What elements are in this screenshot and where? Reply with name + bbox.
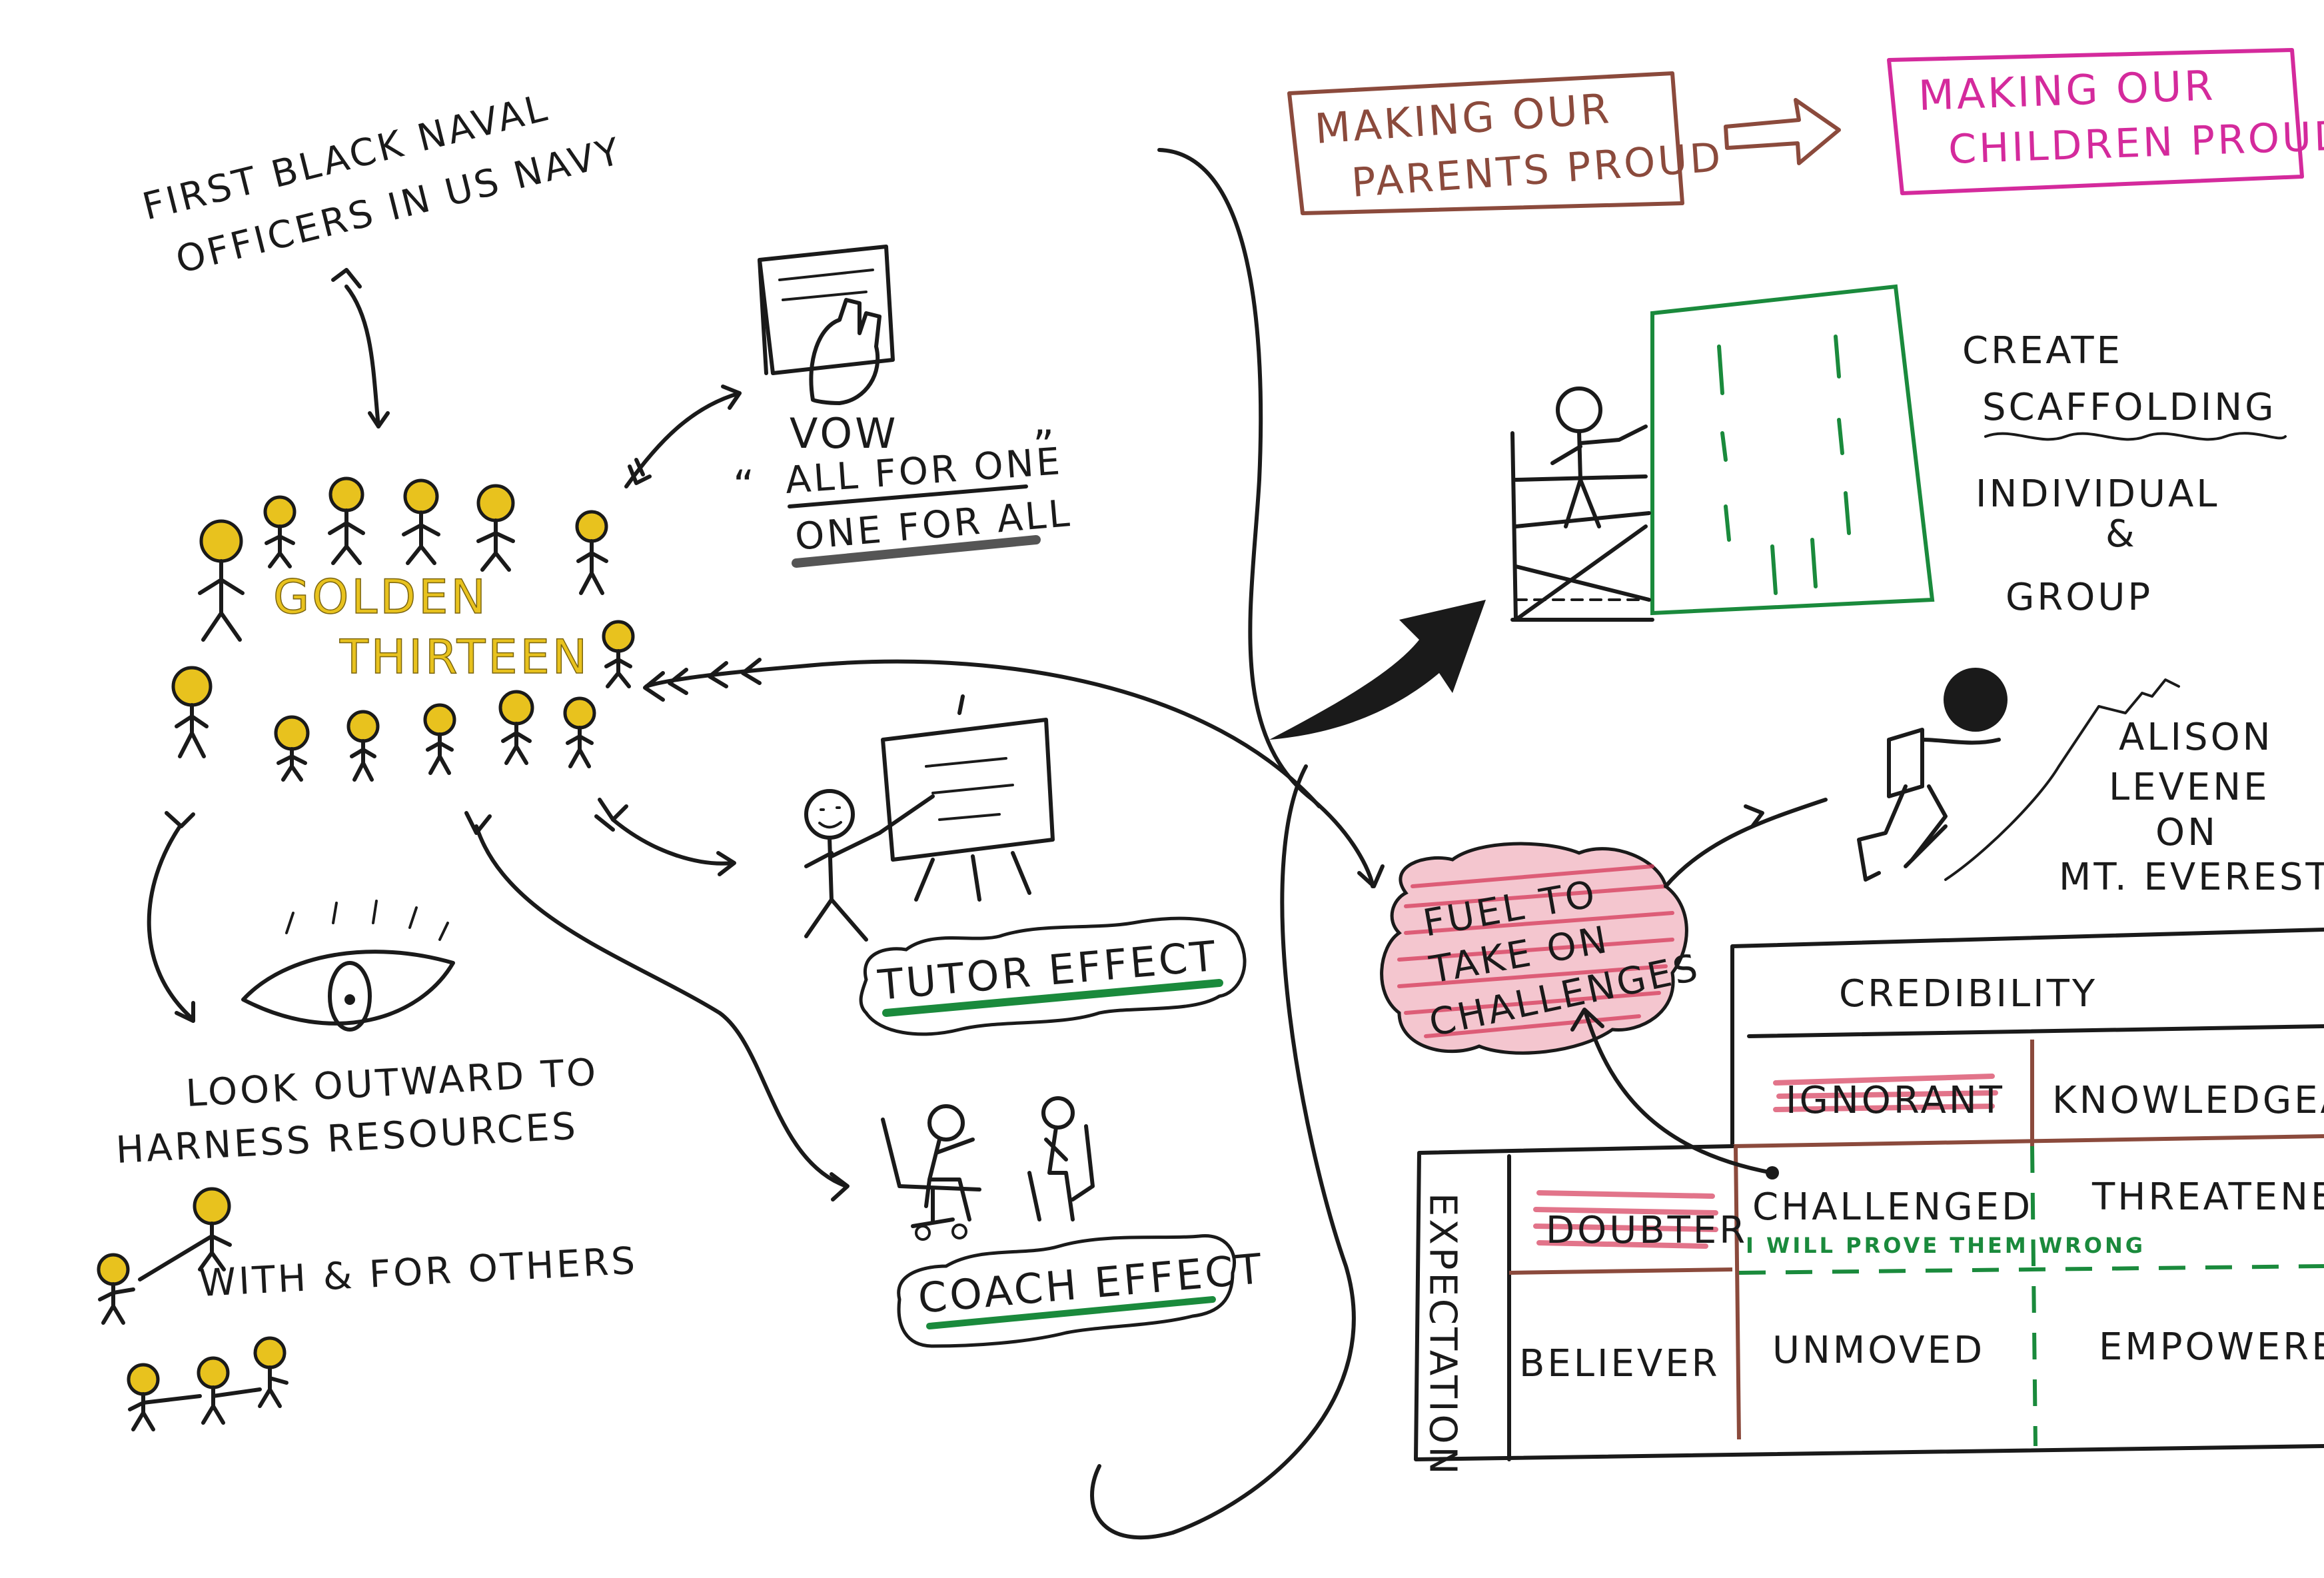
- scaffolding-line2: SCAFFOLDING: [1982, 386, 2277, 429]
- arrow-to-eye: [147, 811, 195, 1023]
- vow-close-quote: ”: [1033, 421, 1057, 470]
- scaffolding-line1: CREATE: [1962, 329, 2123, 373]
- ignorant-label: IGNORANT: [1786, 1079, 2005, 1122]
- expectation-label: EXPECTATION: [1421, 1193, 1464, 1477]
- with-for-others-label: WITH & FOR OTHERS: [198, 1239, 638, 1305]
- arrow-to-coach: [464, 811, 850, 1201]
- threatened-label: THREATENED: [2091, 1176, 2324, 1219]
- stick-figure: [274, 715, 310, 782]
- stick-figure: [602, 620, 635, 688]
- stick-figure: [171, 666, 213, 758]
- alison-line2: LEVENE: [2109, 766, 2270, 809]
- ignorant-cell: IGNORANT: [1773, 1074, 2005, 1122]
- empowered-label: EMPOWERED: [2099, 1325, 2324, 1369]
- alison-line4: MT. EVEREST: [2059, 856, 2324, 899]
- up-arrow-to-officers: [331, 268, 390, 428]
- arrow-challenged-to-fuel: [1570, 1008, 1779, 1180]
- stick-figure: [476, 484, 515, 572]
- stick-figure: [575, 510, 608, 595]
- doubter-cell: DOUBTER: [1533, 1190, 1748, 1252]
- stick-figure: [198, 519, 245, 642]
- tutor-effect-badge: TUTOR EFFECT: [859, 916, 1247, 1036]
- alison-note: ALISON LEVENE ON MT. EVEREST: [2059, 716, 2324, 899]
- alison-line1: ALISON: [2119, 716, 2273, 759]
- doubter-label: DOUBTER: [1546, 1209, 1748, 1252]
- stick-figure: [498, 690, 534, 765]
- children-proud-box: MAKING OUR CHILDREN PROUD: [1887, 48, 2324, 195]
- coach-icon: [881, 1096, 1095, 1241]
- stick-figure: [402, 478, 440, 565]
- parents-proud-box: MAKING OUR PARENTS PROUD: [1287, 71, 1725, 215]
- coach-effect-badge: COACH EFFECT: [897, 1233, 1266, 1348]
- children-line2: CHILDREN PROUD: [1948, 113, 2324, 173]
- scaffolding-icon: [1510, 284, 1935, 622]
- stick-figure: [263, 495, 296, 568]
- vow-open-quote: “: [733, 461, 757, 510]
- credibility-header: CREDIBILITY: [1839, 972, 2097, 1016]
- stick-figure: [127, 1363, 202, 1431]
- prove-wrong-label: I WILL PROVE THEM WRONG: [1746, 1233, 2145, 1258]
- stick-figure: [253, 1336, 289, 1408]
- stick-figure: [423, 703, 456, 775]
- arrow-to-vow: [624, 385, 742, 488]
- tutor-icon: [804, 694, 1055, 942]
- stick-figure: [346, 710, 380, 782]
- children-line1: MAKING OUR: [1918, 61, 2217, 120]
- golden-label: GOLDEN: [273, 570, 488, 624]
- big-arrow-to-scaffolding: [1269, 600, 1486, 740]
- stick-figure: [328, 476, 365, 565]
- eye-icon: [241, 900, 455, 1032]
- book-hand-icon: [758, 245, 895, 405]
- with-others-figures: [97, 1187, 289, 1431]
- look-outward-line1: LOOK OUTWARD TO: [185, 1051, 599, 1116]
- alison-line3: ON: [2155, 811, 2218, 854]
- fuel-cloud: FUEL TO TAKE ON CHALLENGES: [1380, 842, 1704, 1055]
- arrow-parents-to-children: [1724, 98, 1841, 165]
- believer-label: BELIEVER: [1519, 1342, 1720, 1385]
- vow-title: VOW: [790, 409, 898, 458]
- golden-thirteen-figures: [171, 476, 635, 782]
- knowledgeable-label: KNOWLEDGEABLE: [2052, 1079, 2324, 1122]
- golden-thirteen-label: GOLDEN THIRTEEN: [273, 569, 590, 685]
- challenged-label: CHALLENGED: [1752, 1185, 2033, 1229]
- arrow-to-tutor: [594, 798, 736, 876]
- scaffolding-line5: GROUP: [2006, 576, 2153, 619]
- scaffolding-note: CREATE SCAFFOLDING INDIVIDUAL & GROUP: [1962, 329, 2287, 619]
- arrow-fuel-to-climber: [1664, 798, 1828, 888]
- thirteen-label: THIRTEEN: [339, 630, 590, 684]
- center-divider-curves: [1090, 148, 1385, 1540]
- arrow-back-to-golden: [643, 658, 1321, 808]
- look-outward-line2: HARNESS RESOURCES: [115, 1105, 579, 1172]
- parents-line1: MAKING OUR: [1313, 84, 1613, 153]
- climber-icon: [1857, 668, 2180, 882]
- stick-figure: [563, 696, 596, 768]
- scaffolding-line4: &: [2105, 512, 2137, 556]
- scaffolding-line3: INDIVIDUAL: [1976, 472, 2219, 516]
- stick-figure: [197, 1356, 262, 1425]
- credibility-expectation-matrix: CREDIBILITY IGNORANT KNOWLEDGEABLE EXPEC…: [1414, 928, 2324, 1477]
- stick-figure: [97, 1253, 135, 1325]
- stick-figure: [138, 1187, 232, 1281]
- expectation-vertical-label: EXPECTATION: [1421, 1193, 1464, 1477]
- unmoved-label: UNMOVED: [1772, 1329, 1985, 1372]
- first-officers-note: FIRST BLACK NAVAL OFFICERS IN US NAVY: [139, 86, 627, 282]
- look-outward-note: LOOK OUTWARD TO HARNESS RESOURCES: [115, 1051, 599, 1172]
- vow-note: VOW “ ALL FOR ONE ” ONE FOR ALL: [733, 409, 1073, 568]
